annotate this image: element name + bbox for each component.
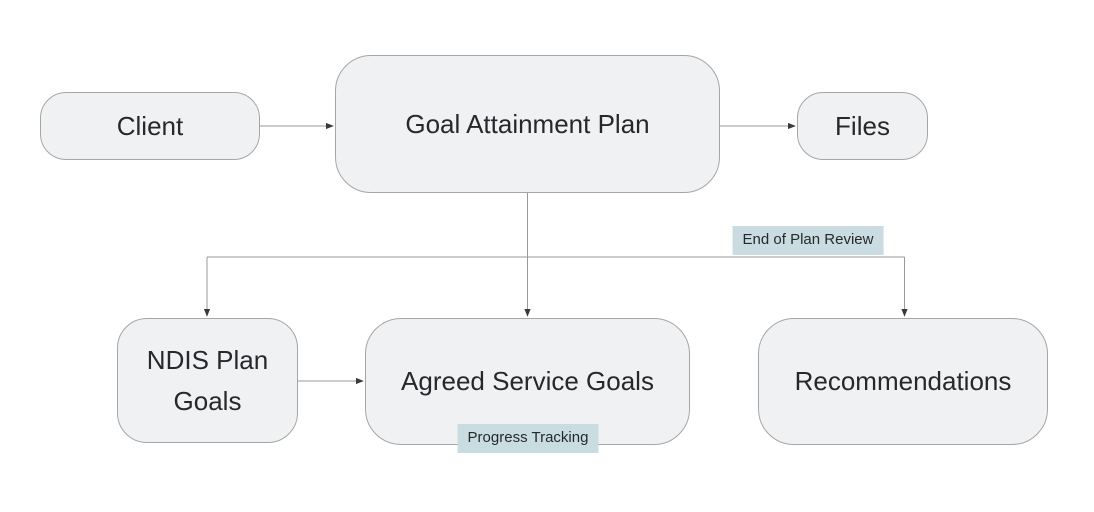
edge-label-progress-tracking: Progress Tracking [457, 424, 599, 453]
node-client[interactable]: Client [40, 92, 260, 160]
node-agreed-service-goals-label: Agreed Service Goals [401, 366, 654, 397]
node-recommendations-label: Recommendations [794, 366, 1012, 397]
edge-label-end-of-plan-review: End of Plan Review [732, 226, 884, 255]
node-ndis-plan-goals[interactable]: NDIS Plan Goals [117, 318, 298, 443]
node-ndis-plan-goals-label: NDIS Plan Goals [146, 345, 269, 416]
node-files-label: Files [835, 110, 890, 141]
node-agreed-service-goals[interactable]: Agreed Service Goals [365, 318, 690, 445]
node-client-label: Client [116, 110, 184, 141]
node-goal-attainment-plan-label: Goal Attainment Plan [405, 108, 650, 139]
node-files[interactable]: Files [797, 92, 928, 160]
node-recommendations[interactable]: Recommendations [758, 318, 1048, 445]
node-goal-attainment-plan[interactable]: Goal Attainment Plan [335, 55, 720, 193]
